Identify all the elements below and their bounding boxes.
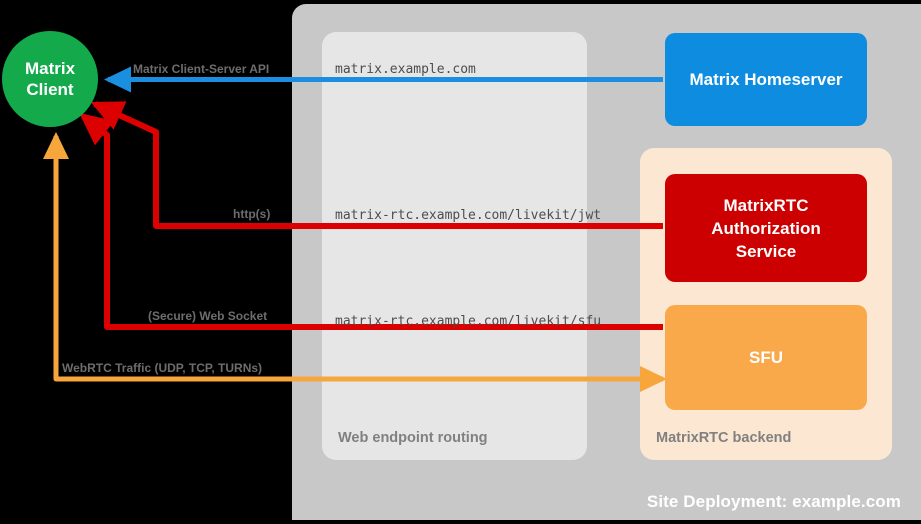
url-label-matrix-example-com: matrix.example.com [335,62,476,77]
node-auth-line3: Service [735,241,797,261]
edge-label-secure-websocket: (Secure) Web Socket [148,309,268,323]
node-matrix-homeserver-label: Matrix Homeserver [689,69,843,89]
url-label-livekit-sfu: matrix-rtc.example.com/livekit/sfu [335,314,602,329]
node-matrix-homeserver[interactable]: Matrix Homeserver [665,33,867,126]
url-label-livekit-jwt: matrix-rtc.example.com/livekit/jwt [335,208,602,223]
web-endpoint-routing-label: Web endpoint routing [338,430,488,446]
node-sfu-label: SFU [749,347,783,367]
node-matrix-client[interactable]: Matrix Client [2,31,98,127]
edge-label-webrtc-traffic: WebRTC Traffic (UDP, TCP, TURNs) [62,361,263,375]
node-auth-line1: MatrixRTC [723,195,809,215]
site-deployment-label: Site Deployment: example.com [646,492,901,511]
node-sfu[interactable]: SFU [665,305,867,410]
matrixrtc-backend-label: MatrixRTC backend [656,430,792,446]
node-auth-line2: Authorization [711,218,821,238]
node-matrixrtc-authorization-service[interactable]: MatrixRTC Authorization Service [665,174,867,282]
node-matrix-client-line1: Matrix [24,59,76,78]
node-matrix-client-line2: Client [26,80,74,99]
web-endpoint-routing-container: Web endpoint routing [322,32,587,460]
edge-label-http: http(s) [233,207,271,221]
edge-label-matrix-client-server-api: Matrix Client-Server API [133,62,270,76]
